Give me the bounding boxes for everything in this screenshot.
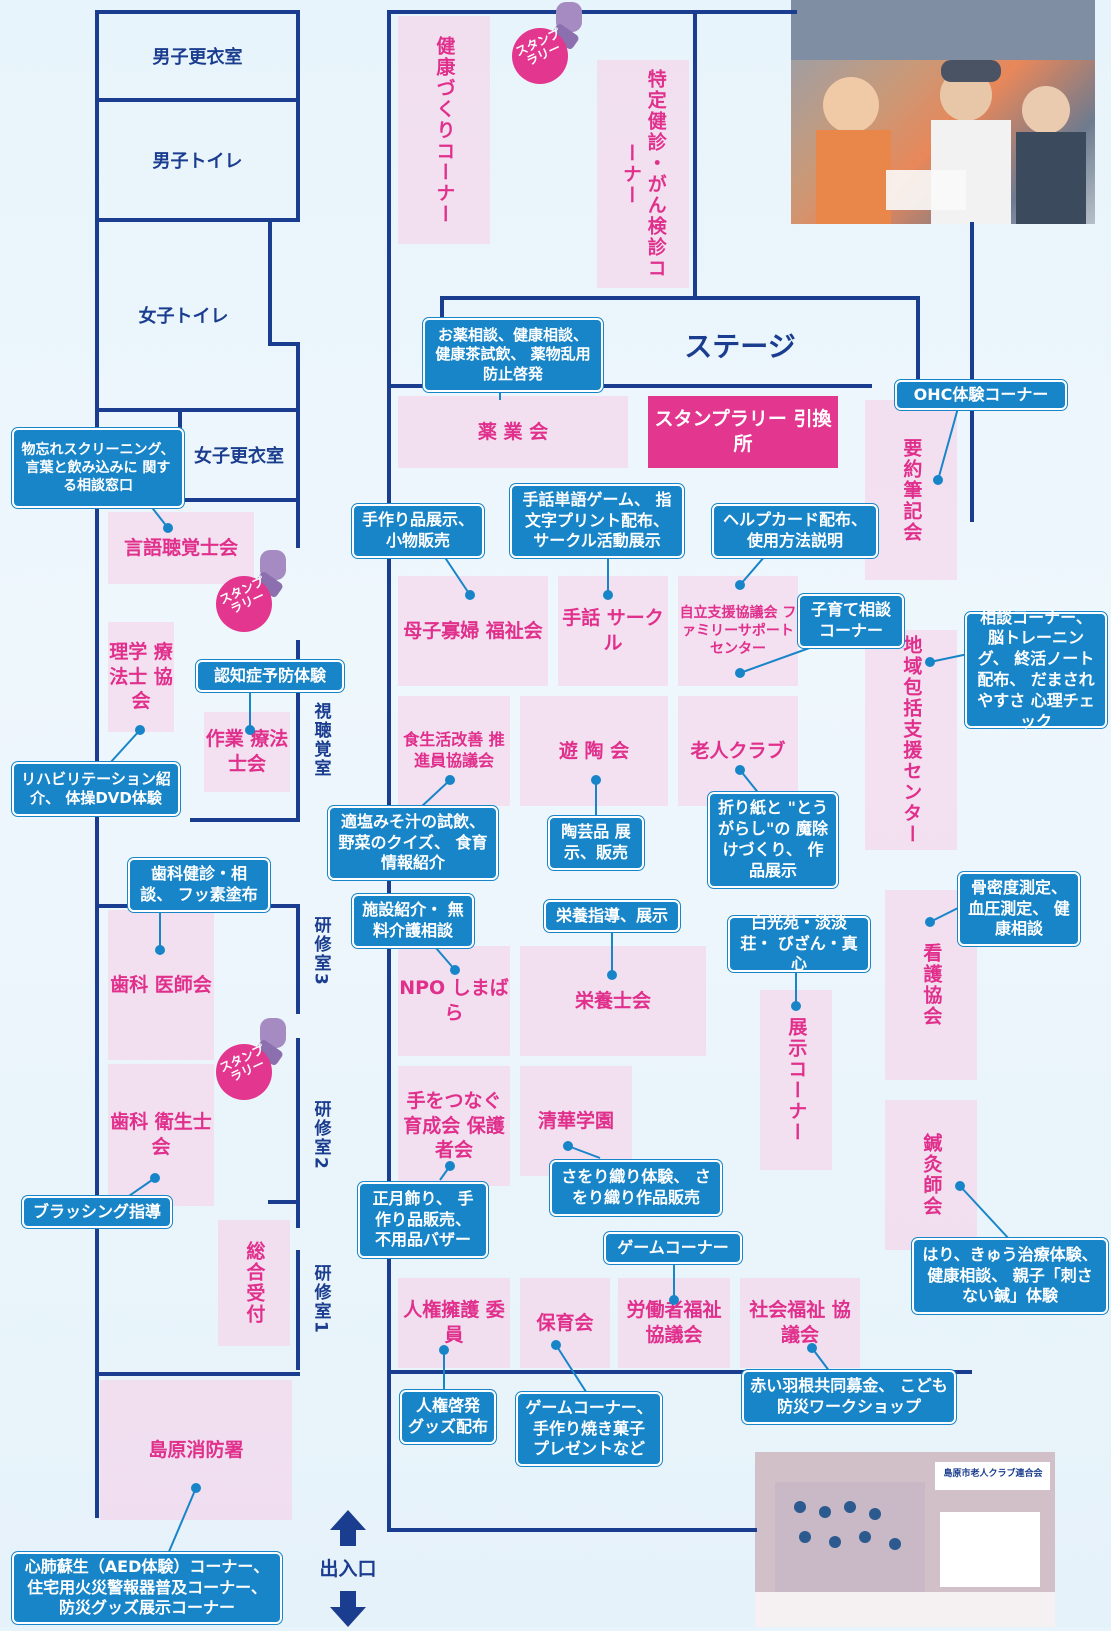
callout-shika-kenshin: 歯科健診・相談、 フッ素塗布 xyxy=(128,858,270,912)
callout-tezukuri: 手作り品展示、 小物販売 xyxy=(352,504,484,558)
callout-hari: はり、きゅう治療体験、 健康相談、 親子「刺さない鍼」体験 xyxy=(912,1238,1108,1314)
booth-kenko: 健康づくりコーナー xyxy=(398,16,490,244)
callout-soudan: 相談コーナー、 脳トレーニング、 終活ノート配布、 だまされやすさ 心理チェック xyxy=(965,608,1107,731)
callout-shogatsu: 正月飾り、 手作り品販売、 不用品バザー xyxy=(358,1182,488,1258)
callout-kosodate: 子育て相談 コーナー xyxy=(798,594,904,648)
room-womens-toilet: 女子トイレ xyxy=(138,306,229,327)
event-photo-top xyxy=(791,0,1095,224)
entrance-arrows-icon xyxy=(330,1510,366,1627)
booth-yuto: 遊 陶 会 xyxy=(520,696,668,806)
booth-sogo: 総合受付 xyxy=(218,1220,290,1346)
stamp-rally-icon-3: スタンプ ラリー xyxy=(208,1016,294,1102)
callout-ninchisho: 認知症予防体験 xyxy=(196,660,344,692)
booth-chiiki: 地域包括支援センター xyxy=(865,630,957,850)
callout-help-card: ヘルプカード配布、 使用方法説明 xyxy=(712,504,878,558)
booth-jiritsu: 自立支援協議会 ファミリーサポート センター xyxy=(678,576,798,686)
callout-hakkoen: 白光苑・淡淡荘・ びざん・真心 xyxy=(728,913,870,973)
room-training1: 研修室1 xyxy=(310,1263,331,1335)
callout-shisetsu: 施設紹介・ 無料介護相談 xyxy=(352,894,474,948)
booth-seika: 清華学園 xyxy=(520,1066,632,1176)
room-mens-toilet: 男子トイレ xyxy=(152,151,243,172)
booth-rojin: 老人クラブ xyxy=(678,696,798,806)
stamp-rally-icon-1: スタンプ ラリー xyxy=(504,0,590,86)
booth-shuwa: 手話 サークル xyxy=(558,576,668,686)
booth-shika-eisei: 歯科 衛生士会 xyxy=(108,1064,214,1206)
callout-misoshiru: 適塩みそ汁の試飲、 野菜のクイズ、 食育情報紹介 xyxy=(328,806,498,880)
stamp-rally-icon-2: スタンプ ラリー xyxy=(208,548,294,634)
booth-shakai: 社会福祉 協議会 xyxy=(740,1278,860,1368)
stamp-icon xyxy=(216,1018,286,1100)
callout-rehab: リハビリテーション紹介、 体操DVD体験 xyxy=(12,762,180,816)
callout-monowasure: 物忘れスクリーニング、 言葉と飲み込みに 関する相談窓口 xyxy=(12,428,184,508)
room-womens-changing: 女子更衣室 xyxy=(194,446,284,467)
stage: ステージ xyxy=(684,330,796,363)
booth-hoiku: 保育会 xyxy=(520,1278,610,1368)
booth-gengo: 言語聴覚士会 xyxy=(108,512,254,584)
callout-ohc: OHC体験コーナー xyxy=(895,380,1067,410)
callout-aed: 心肺蘇生（AED体験）コーナー、 住宅用火災警報器普及コーナー、 防災グッズ展示… xyxy=(12,1552,282,1624)
booth-shinkyu: 鍼灸師会 xyxy=(885,1100,977,1250)
stamp-icon xyxy=(512,2,582,84)
photo-banner-text: 島原市老人クラブ連合会 xyxy=(943,1469,1043,1479)
stamp-rally-exchange: スタンプラリー 引換所 xyxy=(648,396,838,468)
booth-shokuseikatsu: 食生活改善 推進員協議会 xyxy=(398,696,510,806)
room-training2: 研修室2 xyxy=(310,1099,331,1171)
callout-kotsumitsudo: 骨密度測定、 血圧測定、 健康相談 xyxy=(958,872,1080,946)
stamp-icon xyxy=(216,550,286,632)
callout-togei: 陶芸品 展示、販売 xyxy=(548,816,644,870)
room-av: 視聴覚室 xyxy=(310,702,331,778)
callout-eiyo-shido: 栄養指導、展示 xyxy=(544,900,680,932)
booth-yoyaku: 要約筆記会 xyxy=(865,400,957,580)
booth-rigaku: 理学 療法士 協会 xyxy=(108,622,174,732)
photo-exhibit-illustration xyxy=(755,1452,1055,1627)
booth-tenji: 展示コーナー xyxy=(760,990,832,1170)
callout-shuwa-game: 手話単語ゲーム、 指文字プリント配布、 サークル活動展示 xyxy=(510,484,684,558)
callout-game-corner: ゲームコーナー xyxy=(604,1232,742,1264)
callout-origami: 折り紙と "とうがらし"の 魔除けづくり、 作品展示 xyxy=(708,792,838,888)
entrance-label: 出入口 xyxy=(319,1558,377,1580)
event-photo-bottom: 島原市老人クラブ連合会 xyxy=(755,1452,1055,1627)
callout-saori: さをり織り体験、 さをり織り作品販売 xyxy=(550,1160,722,1216)
callout-akai-hane: 赤い羽根共同募金、 こども防災ワークショップ xyxy=(742,1370,956,1424)
callout-okusuri: お薬相談、健康相談、 健康茶試飲、 薬物乱用防止啓発 xyxy=(423,318,603,392)
entrance: 出入口 xyxy=(318,1510,378,1627)
booth-npo: NPO しまばら xyxy=(398,946,510,1056)
booth-yakugyo: 薬 業 会 xyxy=(398,396,628,468)
room-mens-changing: 男子更衣室 xyxy=(152,47,243,68)
photo-people-illustration xyxy=(791,0,1095,224)
booth-tokutei: 特定健診・がん検診コーナー xyxy=(597,60,689,288)
booth-sagyo: 作業 療法士会 xyxy=(204,712,290,792)
callout-brushing: ブラッシング指導 xyxy=(22,1196,172,1228)
booth-shobo: 島原消防署 xyxy=(100,1380,292,1520)
room-training3: 研修室3 xyxy=(310,915,331,987)
booth-jinken: 人権擁護 委員 xyxy=(398,1278,510,1368)
callout-jinken-goods: 人権啓発 グッズ配布 xyxy=(400,1390,496,1444)
callout-game-yakigashi: ゲームコーナー、 手作り焼き菓子 プレゼントなど xyxy=(516,1392,662,1466)
